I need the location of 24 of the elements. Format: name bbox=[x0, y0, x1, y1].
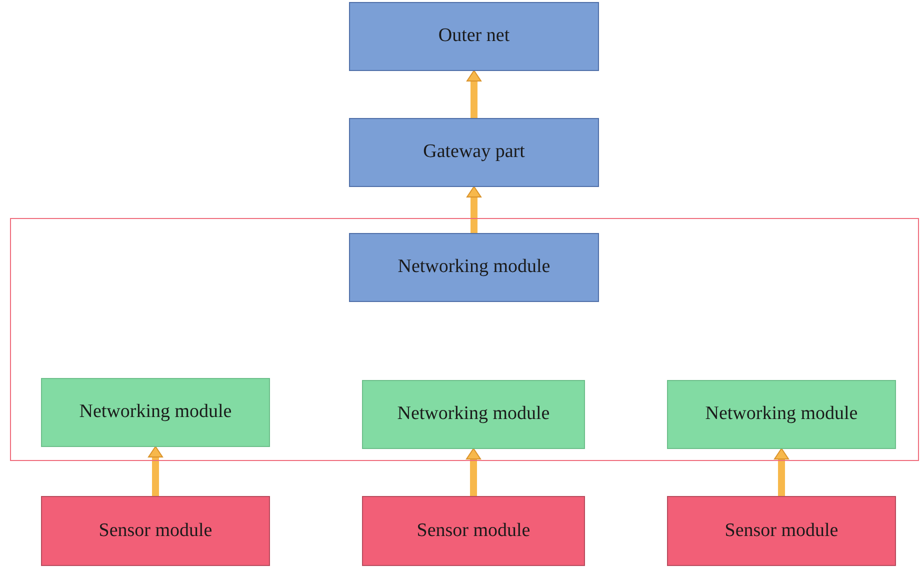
box-label: Gateway part bbox=[423, 140, 525, 164]
module-box bbox=[667, 496, 896, 566]
box-label: Networking module bbox=[398, 255, 550, 280]
box-label: Outer net bbox=[438, 24, 510, 48]
arrow bbox=[774, 448, 789, 496]
module-box bbox=[41, 378, 270, 447]
module-box bbox=[349, 233, 599, 302]
module-box bbox=[349, 2, 599, 71]
arrow bbox=[466, 448, 481, 496]
module-box bbox=[667, 380, 896, 449]
arrow bbox=[466, 70, 482, 118]
box-label: Sensor module bbox=[416, 518, 530, 543]
group-frame bbox=[10, 218, 919, 461]
box-label: Networking module bbox=[397, 402, 550, 426]
module-box bbox=[41, 496, 270, 566]
module-box bbox=[349, 118, 599, 187]
box-label: Networking module bbox=[705, 402, 858, 426]
box-label: Sensor module bbox=[98, 518, 212, 543]
module-box bbox=[362, 380, 585, 449]
arrow bbox=[466, 186, 482, 233]
box-label: Sensor module bbox=[724, 518, 838, 543]
box-label: Networking module bbox=[79, 400, 232, 424]
module-box bbox=[362, 496, 585, 566]
arrow bbox=[148, 446, 163, 496]
